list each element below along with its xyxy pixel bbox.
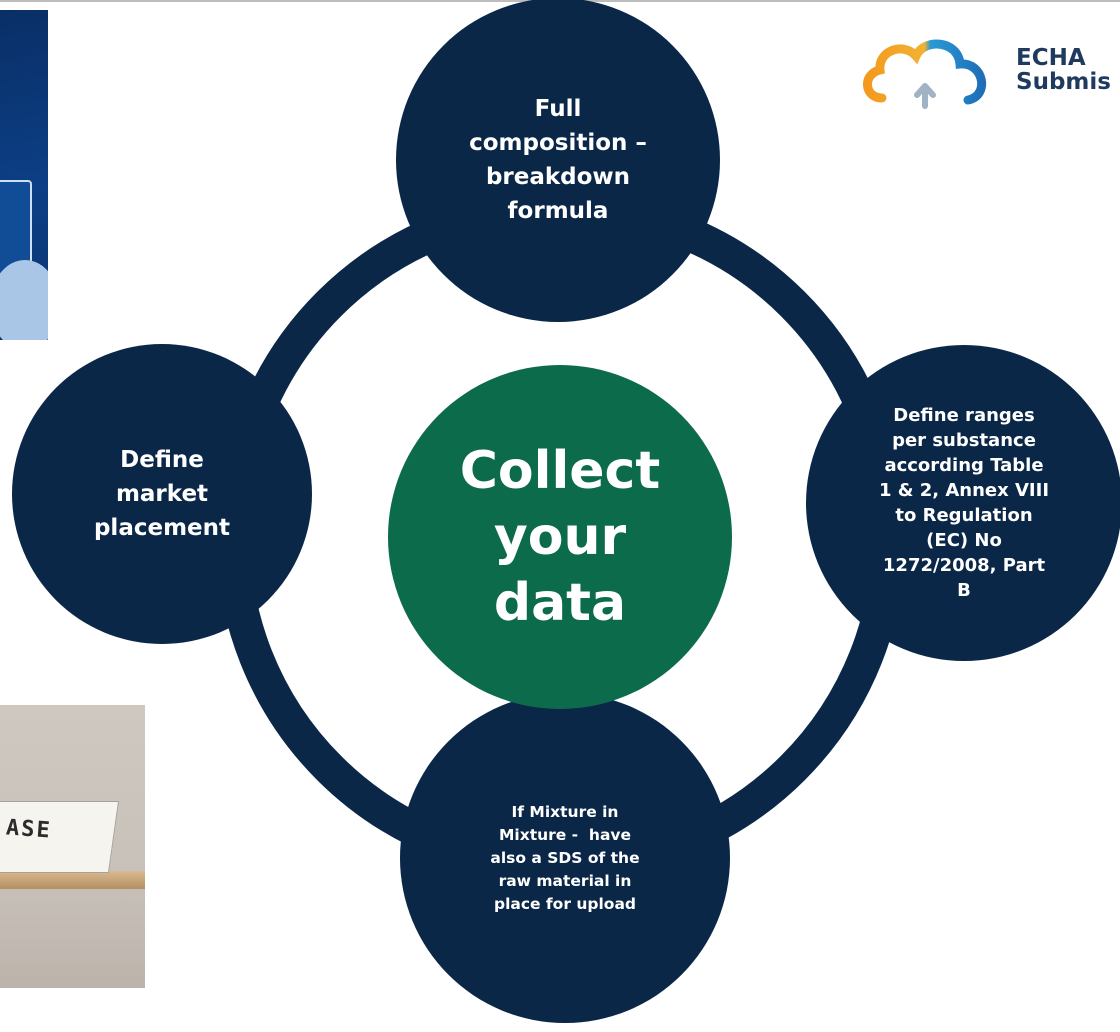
logo-line-2: Submis	[1016, 69, 1111, 95]
node-market-placement: Define market placement	[12, 344, 312, 644]
label-line: (EC) No	[926, 530, 1002, 551]
photo-shelf	[0, 871, 145, 889]
cloud-upload-icon	[863, 39, 987, 109]
node-label: Define ranges per substance according Ta…	[879, 403, 1049, 603]
label-line: place for upload	[493, 894, 637, 913]
label-line: Collect	[459, 441, 661, 501]
label-line: Full	[534, 96, 582, 122]
label-line: composition –	[469, 130, 647, 156]
node-define-ranges: Define ranges per substance according Ta…	[806, 345, 1120, 661]
echa-submission-logo: ECHA Submis	[860, 34, 1120, 114]
label-line: to Regulation	[895, 505, 1033, 526]
logo-text: ECHA Submis	[1016, 46, 1111, 94]
node-mixture-in-mixture: If Mixture in Mixture - have also a SDS …	[400, 693, 730, 1023]
label-line: raw material in	[498, 871, 632, 890]
label-line: market	[115, 481, 209, 507]
label-line: Define ranges	[893, 405, 1035, 426]
node-label: Full composition – breakdown formula	[469, 92, 647, 228]
label-line: Mixture - have	[498, 825, 632, 844]
decorative-photo-top	[0, 10, 48, 340]
label-line: also a SDS of the	[490, 848, 640, 867]
label-line: B	[957, 580, 971, 601]
photo-text: ASE	[5, 815, 53, 844]
label-line: Define	[120, 447, 204, 473]
label-line: per substance	[892, 430, 1036, 451]
node-label: If Mixture in Mixture - have also a SDS …	[490, 801, 639, 916]
label-line: 1 & 2, Annex VIII	[878, 480, 1050, 501]
decorative-photo-bottom: ASE	[0, 705, 145, 988]
photo-shape	[0, 260, 48, 340]
label-line: breakdown	[485, 164, 631, 190]
label-line: placement	[93, 515, 231, 541]
node-label: Define market placement	[94, 443, 230, 545]
label-line: formula	[507, 198, 609, 224]
node-full-composition: Full composition – breakdown formula	[396, 0, 720, 322]
label-line: your	[493, 507, 627, 567]
label-line: data	[493, 573, 627, 633]
center-label: Collect your data	[460, 438, 660, 636]
center-node-collect-data: Collect your data	[388, 365, 732, 709]
logo-line-1: ECHA	[1016, 45, 1086, 71]
label-line: 1272/2008, Part	[882, 555, 1046, 576]
label-line: If Mixture in	[511, 802, 619, 821]
label-line: according Table	[884, 455, 1044, 476]
